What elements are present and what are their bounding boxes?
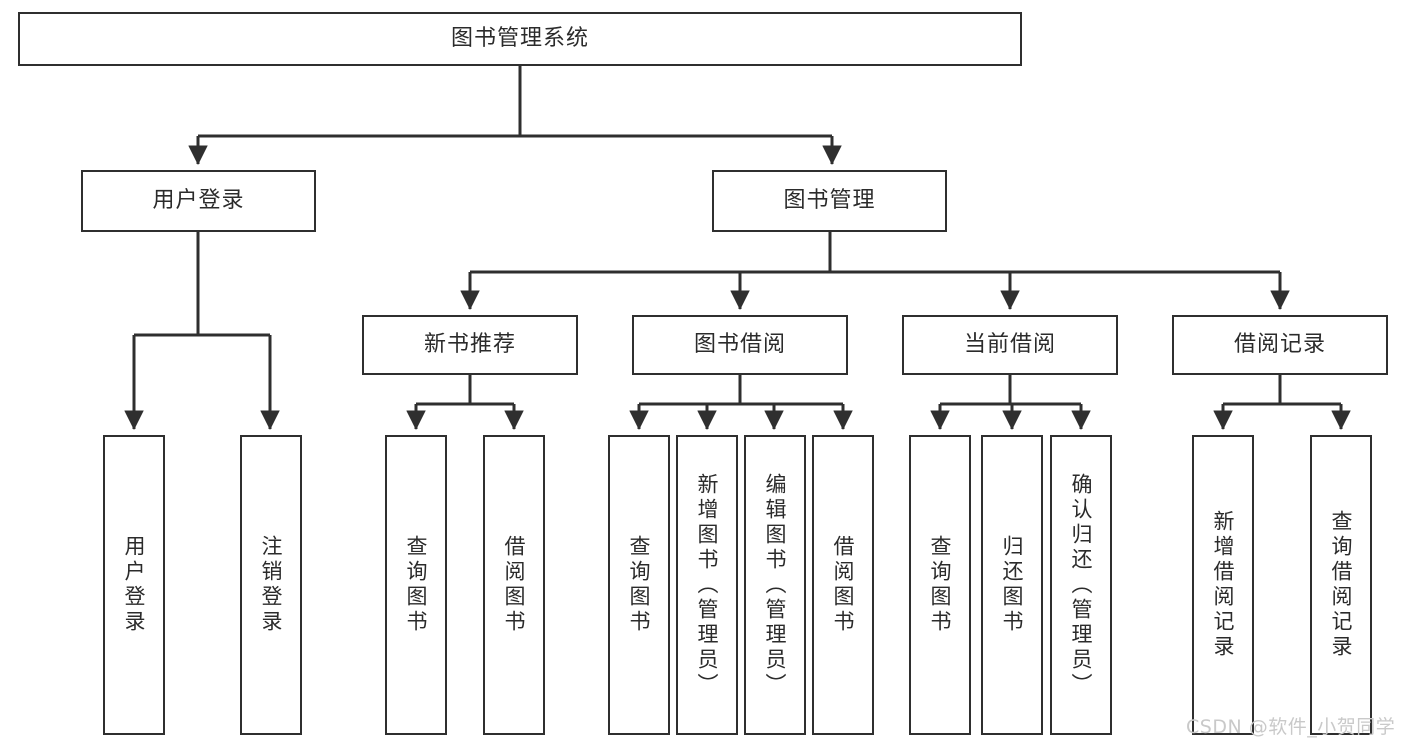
node-label: 归还图书 <box>1000 535 1024 635</box>
node-user-login[interactable]: 用户登录 <box>81 170 316 232</box>
node-label: 编辑图书（管理员） <box>763 472 787 698</box>
node-label: 查询借阅记录 <box>1329 510 1353 660</box>
node-label: 图书借阅 <box>693 332 786 358</box>
node-label: 图书管理系统 <box>450 26 589 52</box>
leaf-query-book-borrow[interactable]: 查询图书 <box>608 435 670 735</box>
leaf-add-borrow-record[interactable]: 新增借阅记录 <box>1192 435 1254 735</box>
leaf-logout[interactable]: 注销登录 <box>240 435 302 735</box>
node-label: 新书推荐 <box>423 332 516 358</box>
node-label: 确认归还（管理员） <box>1069 472 1093 698</box>
leaf-return-book[interactable]: 归还图书 <box>981 435 1043 735</box>
node-label: 新增图书（管理员） <box>695 472 719 698</box>
leaf-user-login[interactable]: 用户登录 <box>103 435 165 735</box>
leaf-add-book-admin[interactable]: 新增图书（管理员） <box>676 435 738 735</box>
leaf-query-book-new-rec[interactable]: 查询图书 <box>385 435 447 735</box>
node-label: 用户登录 <box>122 535 146 635</box>
node-borrow-record[interactable]: 借阅记录 <box>1172 315 1388 375</box>
node-label: 借阅图书 <box>502 535 526 635</box>
node-label: 新增借阅记录 <box>1211 510 1235 660</box>
node-book-management[interactable]: 图书管理 <box>712 170 947 232</box>
node-label: 当前借阅 <box>963 332 1056 358</box>
node-new-book-recommend[interactable]: 新书推荐 <box>362 315 578 375</box>
watermark-text: CSDN @软件_小贺同学 <box>1186 716 1396 738</box>
node-book-borrow[interactable]: 图书借阅 <box>632 315 848 375</box>
node-label: 查询图书 <box>627 535 651 635</box>
leaf-borrow-book-new-rec[interactable]: 借阅图书 <box>483 435 545 735</box>
node-current-borrow[interactable]: 当前借阅 <box>902 315 1118 375</box>
node-label: 图书管理 <box>783 188 876 214</box>
node-label: 借阅记录 <box>1233 332 1326 358</box>
leaf-query-book-current[interactable]: 查询图书 <box>909 435 971 735</box>
node-label: 注销登录 <box>259 535 283 635</box>
node-root[interactable]: 图书管理系统 <box>18 12 1022 66</box>
leaf-confirm-return-admin[interactable]: 确认归还（管理员） <box>1050 435 1112 735</box>
node-label: 查询图书 <box>928 535 952 635</box>
node-label: 查询图书 <box>404 535 428 635</box>
leaf-edit-book-admin[interactable]: 编辑图书（管理员） <box>744 435 806 735</box>
node-label: 用户登录 <box>152 188 245 214</box>
leaf-borrow-book[interactable]: 借阅图书 <box>812 435 874 735</box>
leaf-query-borrow-record[interactable]: 查询借阅记录 <box>1310 435 1372 735</box>
node-label: 借阅图书 <box>831 535 855 635</box>
